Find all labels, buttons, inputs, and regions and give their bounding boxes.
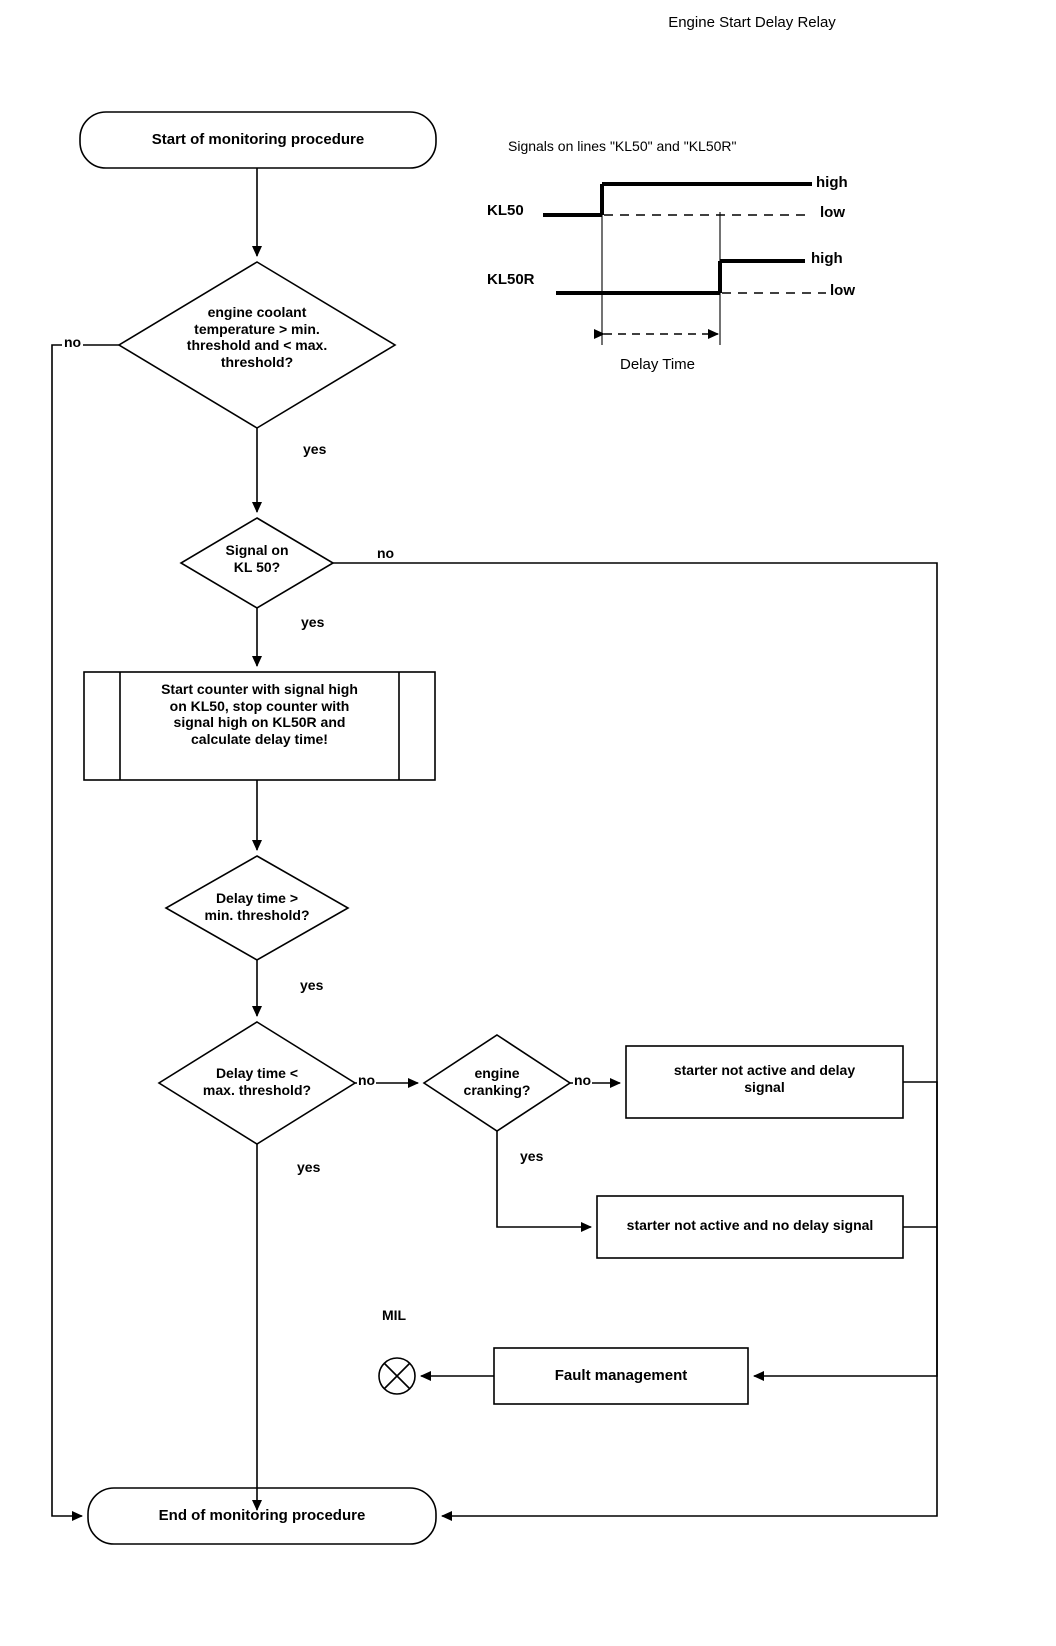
timing-signal-label-kl50: KL50	[487, 202, 524, 219]
edge-label-cranking-no: no	[573, 1072, 593, 1088]
page-title-text: Engine Start Delay Relay	[668, 14, 836, 31]
node-cranking-line-2: cranking?	[463, 1081, 531, 1098]
node-starter-delay-label: starter not active and delay signal	[630, 1062, 899, 1095]
shape-fault-box	[493, 1347, 749, 1405]
node-kl50-line-1: Signal on	[225, 542, 289, 558]
mil-label: MIL	[382, 1307, 407, 1323]
timing-guidelines	[601, 184, 721, 345]
node-coolant-line-3: threshold and < max.	[186, 337, 328, 354]
node-counter-line-3: signal high on KL50R and	[173, 714, 346, 731]
node-counter-label: Start counter with signal high on KL50, …	[124, 681, 395, 747]
node-delaymin-line-2: min. threshold?	[204, 906, 310, 923]
edge-label-delaymin-yes: yes	[300, 977, 324, 993]
timing-kl50-low-label: low	[820, 204, 845, 221]
timing-caption: Signals on lines "KL50" and "KL50R"	[508, 138, 737, 154]
node-coolant-line-4: threshold?	[220, 353, 294, 370]
edge-coolant-no-to-end	[51, 344, 119, 1521]
node-coolant-line-1: engine coolant	[207, 304, 307, 320]
mil-indicator-cross	[383, 1362, 411, 1390]
shape-counter-box-bars	[119, 672, 400, 780]
node-delaymin-line-1: Delay time >	[215, 890, 299, 906]
node-coolant-line-2: temperature > min.	[194, 320, 320, 337]
shape-start-terminator	[79, 111, 437, 169]
node-cranking-line-1: engine	[474, 1065, 520, 1081]
shape-counter-box	[83, 671, 436, 781]
edge-label-delaymax-no: no	[357, 1072, 377, 1088]
edge-label-cranking-yes: yes	[520, 1148, 544, 1164]
edge-label-kl50-yes: yes	[301, 614, 325, 630]
edge-kl50-no-to-end	[333, 562, 938, 1521]
node-delaymax-line-2: max. threshold?	[202, 1081, 312, 1098]
timing-kl50-waveform	[543, 182, 812, 217]
edge-cranking-yes-to-starternodelay	[496, 1131, 592, 1232]
node-starter-nodelay-label: starter not active and no delay signal	[626, 1217, 874, 1233]
node-counter-line-4: calculate delay time!	[191, 730, 328, 747]
page-title: Engine Start Delay Relay	[0, 14, 1056, 31]
node-delaymin-label: Delay time > min. threshold?	[177, 890, 337, 923]
node-delaymax-label: Delay time < max. threshold?	[168, 1065, 346, 1098]
timing-kl50r-low-label: low	[830, 282, 855, 299]
node-starter-delay-line-1: starter not active and delay	[673, 1062, 856, 1078]
timing-delay-time-label: Delay Time	[620, 356, 696, 373]
timing-signal-label-kl50r: KL50R	[487, 271, 535, 288]
edge-starterdelay-to-fault	[753, 1081, 938, 1381]
node-start-label: Start of monitoring procedure	[151, 131, 365, 148]
shape-end-terminator	[87, 1487, 437, 1545]
node-starter-delay-line-2: signal	[744, 1078, 785, 1095]
shape-starter-nodelay-box	[596, 1195, 904, 1259]
node-counter-line-2: on KL50, stop counter with	[169, 697, 350, 714]
node-counter-line-1: Start counter with signal high	[161, 681, 358, 697]
node-end-label: End of monitoring procedure	[158, 1507, 366, 1524]
timing-kl50-high-label: high	[816, 174, 848, 191]
edge-label-coolant-no: no	[62, 334, 84, 350]
edge-label-coolant-yes: yes	[303, 441, 327, 457]
node-kl50-line-2: KL 50?	[233, 558, 281, 575]
timing-kl50r-high-label: high	[811, 250, 843, 267]
timing-kl50r-waveform	[556, 259, 805, 295]
node-cranking-label: engine cranking?	[437, 1065, 557, 1098]
node-delaymax-line-1: Delay time <	[215, 1065, 299, 1081]
node-coolant-label: engine coolant temperature > min. thresh…	[157, 304, 357, 370]
edge-label-kl50-no: no	[377, 545, 395, 561]
edge-label-delaymax-yes: yes	[297, 1159, 321, 1175]
node-kl50-label: Signal on KL 50?	[187, 542, 327, 575]
shape-starter-delay-box	[625, 1045, 904, 1119]
node-fault-label: Fault management	[554, 1367, 688, 1384]
